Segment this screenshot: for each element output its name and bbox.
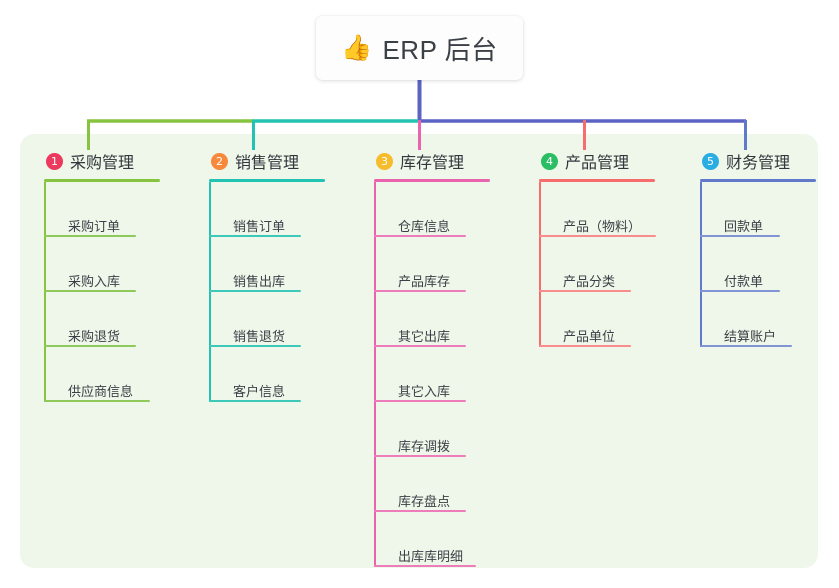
thumbs-up-icon: 👍 xyxy=(341,33,373,62)
leaf-rule xyxy=(374,510,466,512)
leaf-label: 产品（物料） xyxy=(563,219,642,234)
list-item[interactable]: 产品库存 xyxy=(374,237,490,292)
leaf-rule xyxy=(700,235,780,237)
list-item[interactable]: 客户信息 xyxy=(209,347,325,402)
leaf-rule xyxy=(374,455,466,457)
root-node[interactable]: 👍 ERP 后台 xyxy=(316,16,523,80)
column-badge-5: 5 xyxy=(702,152,719,170)
column-spine-product xyxy=(539,182,541,347)
list-item[interactable]: 付款单 xyxy=(700,237,816,292)
list-item[interactable]: 采购退货 xyxy=(44,292,160,347)
list-item[interactable]: 产品（物料） xyxy=(539,182,656,237)
leaf-label: 销售退货 xyxy=(233,329,286,344)
leaf-rule xyxy=(44,345,136,347)
leaf-rule xyxy=(209,235,301,237)
root-title: ERP 后台 xyxy=(382,34,498,65)
list-item[interactable]: 采购入库 xyxy=(44,237,160,292)
column-spine-sales xyxy=(209,182,211,402)
leaf-label: 结算账户 xyxy=(724,329,777,344)
column-rule-finance xyxy=(700,179,816,182)
column-badge-2: 2 xyxy=(211,152,228,170)
column-rule-purchasing xyxy=(44,179,160,182)
list-item[interactable]: 回款单 xyxy=(700,182,816,237)
list-item[interactable]: 出库库明细 xyxy=(374,512,490,567)
leaf-label: 产品单位 xyxy=(563,329,616,344)
leaf-rule xyxy=(700,290,780,292)
column-rule-product xyxy=(539,179,655,182)
column-finance: 5 财务管理 回款单 付款单 结算账户 xyxy=(700,148,816,347)
column-sales: 2 销售管理 销售订单 销售出库 销售退货 客户信息 xyxy=(209,148,325,402)
leaf-label: 采购退货 xyxy=(68,329,121,344)
leaf-rule xyxy=(44,290,136,292)
leaf-label: 客户信息 xyxy=(233,384,286,399)
column-spine-inventory xyxy=(374,182,376,567)
column-header-inventory[interactable]: 3 库存管理 xyxy=(374,148,490,174)
list-item[interactable]: 销售退货 xyxy=(209,292,325,347)
leaf-label: 产品库存 xyxy=(398,274,451,289)
column-product: 4 产品管理 产品（物料） 产品分类 产品单位 xyxy=(539,148,656,347)
column-badge-3: 3 xyxy=(376,152,393,170)
leaf-label: 库存调拨 xyxy=(398,439,451,454)
column-header-finance[interactable]: 5 财务管理 xyxy=(700,148,816,174)
column-spine-purchasing xyxy=(44,182,46,402)
column-title-sales: 销售管理 xyxy=(235,155,300,172)
leaf-label: 销售订单 xyxy=(233,219,286,234)
list-item[interactable]: 采购订单 xyxy=(44,182,160,237)
root-node-inner: 👍 ERP 后台 xyxy=(341,30,497,67)
column-header-product[interactable]: 4 产品管理 xyxy=(539,148,655,174)
leaf-rule xyxy=(374,290,466,292)
list-item[interactable]: 销售出库 xyxy=(209,237,325,292)
list-item[interactable]: 销售订单 xyxy=(209,182,325,237)
list-item[interactable]: 库存盘点 xyxy=(374,457,490,512)
leaf-rule xyxy=(374,345,466,347)
list-item[interactable]: 仓库信息 xyxy=(374,182,490,237)
column-spine-finance xyxy=(700,182,702,347)
leaf-label: 付款单 xyxy=(724,274,764,289)
leaf-label: 出库库明细 xyxy=(398,549,464,564)
column-badge-1: 1 xyxy=(46,152,63,170)
column-header-sales[interactable]: 2 销售管理 xyxy=(209,148,325,174)
leaf-rule xyxy=(209,290,301,292)
column-title-finance: 财务管理 xyxy=(726,155,791,172)
column-rule-sales xyxy=(209,179,325,182)
leaf-label: 回款单 xyxy=(724,219,764,234)
list-item[interactable]: 结算账户 xyxy=(700,292,816,347)
leaf-rule xyxy=(539,235,656,237)
leaf-rule xyxy=(539,345,631,347)
column-title-purchasing: 采购管理 xyxy=(70,155,135,172)
list-item[interactable]: 其它入库 xyxy=(374,347,490,402)
leaf-label: 其它入库 xyxy=(398,384,451,399)
column-inventory: 3 库存管理 仓库信息 产品库存 其它出库 其它入库 库存调拨 xyxy=(374,148,490,567)
column-title-inventory: 库存管理 xyxy=(400,155,465,172)
leaf-label: 库存盘点 xyxy=(398,494,451,509)
leaf-label: 供应商信息 xyxy=(68,384,134,399)
list-item[interactable]: 产品单位 xyxy=(539,292,655,347)
column-header-purchasing[interactable]: 1 采购管理 xyxy=(44,148,160,174)
leaf-rule xyxy=(44,400,150,402)
content-panel xyxy=(20,134,818,568)
column-badge-4: 4 xyxy=(541,152,558,170)
list-item[interactable]: 其它出库 xyxy=(374,292,490,347)
leaf-rule xyxy=(44,235,136,237)
leaf-label: 仓库信息 xyxy=(398,219,451,234)
leaf-rule xyxy=(700,345,792,347)
leaf-rule xyxy=(539,290,631,292)
leaf-label: 采购入库 xyxy=(68,274,121,289)
list-item[interactable]: 产品分类 xyxy=(539,237,655,292)
column-title-product: 产品管理 xyxy=(565,155,630,172)
leaf-label: 产品分类 xyxy=(563,274,616,289)
column-purchasing: 1 采购管理 采购订单 采购入库 采购退货 供应商信息 xyxy=(44,148,160,402)
list-item[interactable]: 库存调拨 xyxy=(374,402,490,457)
leaf-rule xyxy=(374,565,476,567)
leaf-label: 销售出库 xyxy=(233,274,286,289)
leaf-rule xyxy=(374,400,466,402)
column-rule-inventory xyxy=(374,179,490,182)
leaf-rule xyxy=(209,345,301,347)
leaf-rule xyxy=(209,400,301,402)
leaf-label: 采购订单 xyxy=(68,219,121,234)
leaf-rule xyxy=(374,235,466,237)
leaf-label: 其它出库 xyxy=(398,329,451,344)
list-item[interactable]: 供应商信息 xyxy=(44,347,160,402)
